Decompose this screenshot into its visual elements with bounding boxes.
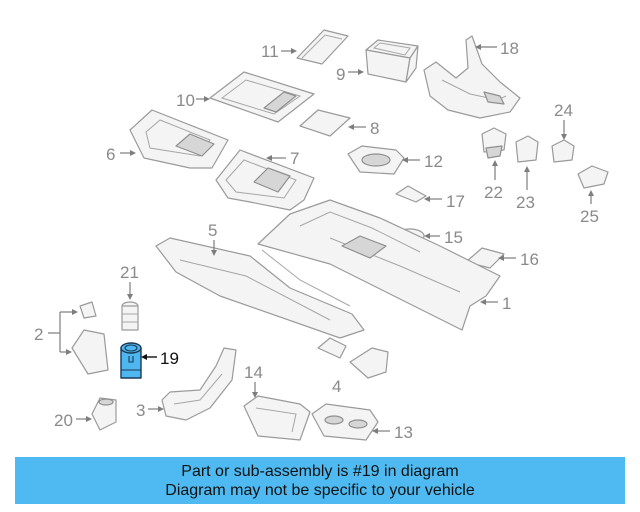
part-24-switch [551, 139, 575, 163]
part-2-bracket [71, 301, 109, 375]
callout-label-11: 11 [261, 42, 279, 61]
callout-label-5: 5 [208, 221, 217, 240]
callout-18: 18 [475, 39, 519, 58]
part-22-switch [481, 127, 507, 159]
part-25-switch [577, 165, 609, 189]
callout-label-7: 7 [290, 149, 299, 168]
callout-label-14: 14 [244, 363, 263, 382]
callout-1: 1 [480, 294, 511, 313]
callout-22: 22 [484, 160, 503, 202]
callout-label-18: 18 [500, 39, 519, 58]
callout-23: 23 [516, 166, 535, 212]
callout-25: 25 [580, 190, 599, 226]
callout-12: 12 [402, 152, 443, 171]
callout-label-8: 8 [370, 119, 379, 138]
callout-label-17: 17 [446, 192, 465, 211]
callout-14: 14 [244, 363, 263, 398]
parts-diagram: 11 9 18 10 8 [34, 29, 609, 442]
part-8-mat [299, 109, 351, 137]
callout-9: 9 [336, 65, 364, 84]
part-9-storage-box [365, 39, 419, 83]
callout-16: 16 [498, 250, 539, 269]
callout-label-19: 19 [160, 349, 179, 368]
part-11-tray [296, 29, 349, 65]
part-13-cup-base [311, 403, 379, 441]
part-20-clip [91, 397, 117, 431]
callout-8: 8 [348, 119, 379, 138]
callout-label-22: 22 [484, 183, 503, 202]
callout-4: 4 [332, 377, 341, 396]
part-1-main-console [257, 199, 501, 331]
callout-6: 6 [106, 145, 136, 164]
part-18-shifter-trim [423, 35, 521, 119]
callout-label-24: 24 [554, 101, 573, 120]
callout-label-2: 2 [34, 325, 43, 344]
callout-7: 7 [266, 149, 299, 168]
part-17-clip [395, 185, 427, 203]
callout-label-12: 12 [424, 152, 443, 171]
part-16-plate [465, 247, 505, 269]
part-23-switch [515, 135, 539, 163]
callout-10: 10 [176, 91, 210, 110]
part-10-top-trim [209, 71, 315, 123]
part-19-highlighted [120, 342, 142, 379]
callout-label-15: 15 [444, 228, 463, 247]
callout-label-23: 23 [516, 193, 535, 212]
callout-3: 3 [136, 401, 164, 420]
part-3-lower-bracket [161, 347, 237, 421]
callout-label-16: 16 [520, 250, 539, 269]
callout-label-20: 20 [54, 411, 73, 430]
banner-line-part-number: Part or sub-assembly is #19 in diagram [181, 462, 459, 480]
callout-21: 21 [120, 263, 139, 300]
banner-line-disclaimer: Diagram may not be specific to your vehi… [165, 481, 475, 499]
callout-label-10: 10 [176, 91, 195, 110]
part-4-mount [317, 337, 389, 379]
callout-5: 5 [208, 221, 217, 256]
part-5-side-panel [155, 237, 365, 339]
callout-label-25: 25 [580, 207, 599, 226]
part-14-lower-tray [243, 395, 311, 441]
callout-label-9: 9 [336, 65, 345, 84]
callout-label-1: 1 [502, 294, 511, 313]
callout-20: 20 [54, 411, 92, 430]
callout-label-13: 13 [394, 423, 413, 442]
info-banner: Part or sub-assembly is #19 in diagram D… [15, 457, 625, 504]
part-12-cup-insert [347, 145, 405, 175]
callout-label-6: 6 [106, 145, 115, 164]
callout-11: 11 [261, 42, 297, 61]
callout-label-3: 3 [136, 401, 145, 420]
callout-19: 19 [141, 349, 179, 368]
callout-17: 17 [424, 192, 465, 211]
part-6-trim-bezel [129, 109, 229, 169]
callout-label-4: 4 [332, 377, 341, 396]
part-21-socket [121, 301, 139, 331]
callout-2: 2 [34, 309, 78, 355]
callout-13: 13 [372, 423, 413, 442]
part-7-bracket [215, 149, 315, 211]
callout-15: 15 [424, 228, 463, 247]
callout-label-21: 21 [120, 263, 139, 282]
callout-24: 24 [554, 101, 573, 140]
